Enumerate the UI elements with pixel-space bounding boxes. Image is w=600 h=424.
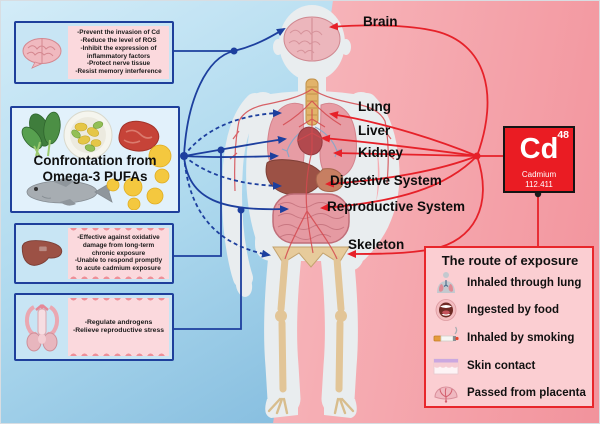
reproductive-effect-line: -Regulate androgens [84,318,153,326]
route-item-label: Ingested by food [467,304,559,317]
route-item-placenta: Passed from placenta [433,379,587,407]
brain-organ [283,16,341,62]
omega3-food-box: Confrontation from Omega-3 PUFAs [10,106,180,213]
brain-effect-line: -Prevent the invasion of Cd [77,29,160,37]
omega3-title-line1: Confrontation from [33,153,157,168]
organ-label-skeleton: Skeleton [348,237,405,252]
reproductive-system-icon [16,295,68,359]
human-body-illustration [222,5,400,418]
meat-icon [118,120,160,152]
red-connectors [320,22,542,258]
liver-effect-line: -Unable to respond promptly [74,257,163,265]
organ-label-digestive-system: Digestive System [330,173,442,188]
mouth-icon [433,298,459,322]
brain-icon [16,23,68,82]
route-item-skin: Skin contact [433,352,587,380]
organ-label-reproductive-system: Reproductive System [327,199,466,214]
route-of-exposure-title: The route of exposure [441,253,579,268]
route-item-label: Skin contact [467,359,536,372]
brain-effect-line: -Resist memory interference [75,67,162,75]
cadmium-element-card: 48 Cd Cadmium 112.411 [503,126,575,193]
liver-effect-line: to acute cadmium exposure [76,265,161,273]
skin-layers-icon [433,356,459,376]
wave-decoration [68,350,169,356]
route-of-exposure-box: The route of exposure Inhaled through lu… [424,246,594,408]
liver-effect-line: chronic exposure [91,249,146,257]
liver-effects-box: -Effective against oxidative damage from… [14,223,174,284]
wave-decoration [68,75,169,79]
oil-drops-icon [106,144,172,210]
brain-effect-line: -Reduce the level of ROS [80,37,157,45]
bean-plate-icon [63,110,113,160]
organ-label-lung: Lung [358,99,391,114]
reproductive-effects-panel: -Regulate androgens -Relieve reproductiv… [68,298,169,356]
leafy-greens-icon [21,111,61,158]
liver-icon [16,225,68,282]
lung-inhalation-icon [433,271,459,295]
cigarette-icon [433,326,459,350]
brain-effects-panel: -Prevent the invasion of Cd -Reduce the … [68,26,169,79]
organ-label-kidney: Kidney [358,145,404,160]
wave-decoration [68,298,169,304]
placenta-icon [433,383,459,403]
brain-effect-line: -Protect nerve tissue [86,60,151,68]
reproductive-effect-line: -Relieve reproductive stress [72,327,165,334]
organ-label-liver: Liver [358,123,391,138]
intestines-organ [272,193,350,244]
wave-decoration [68,228,169,234]
route-item-label: Inhaled by smoking [467,331,575,344]
atomic-number: 48 [557,129,569,141]
brain-effect-line: inflammatory factors [86,52,151,60]
wave-decoration [68,273,169,279]
route-item-smoking: Inhaled by smoking [433,324,587,352]
route-item-label: Inhaled through lung [467,276,582,289]
brain-effect-line: -Inhibit the expression of [80,44,157,52]
route-item-lung: Inhaled through lung [433,269,587,297]
brain-effects-box: -Prevent the invasion of Cd -Reduce the … [14,21,174,84]
atomic-mass: 112.411 [525,180,553,189]
blue-connectors [174,27,289,330]
route-item-label: Passed from placenta [467,387,586,400]
route-item-food: Ingested by food [433,297,587,325]
skeleton-bones [267,246,355,415]
omega3-foods-illustration [21,110,172,210]
element-symbol: Cd [519,133,559,165]
liver-effect-line: damage from long-term [82,241,155,249]
blood-vessels [229,88,395,260]
organ-label-brain: Brain [363,14,398,29]
liver-effects-panel: -Effective against oxidative damage from… [68,228,169,279]
wave-decoration [68,26,169,30]
omega3-title-line2: Omega-3 PUFAs [42,169,148,184]
element-name: Cadmium [521,170,557,179]
liver-effect-line: -Effective against oxidative [77,234,160,242]
reproductive-effects-box: -Regulate androgens -Relieve reproductiv… [14,293,174,361]
